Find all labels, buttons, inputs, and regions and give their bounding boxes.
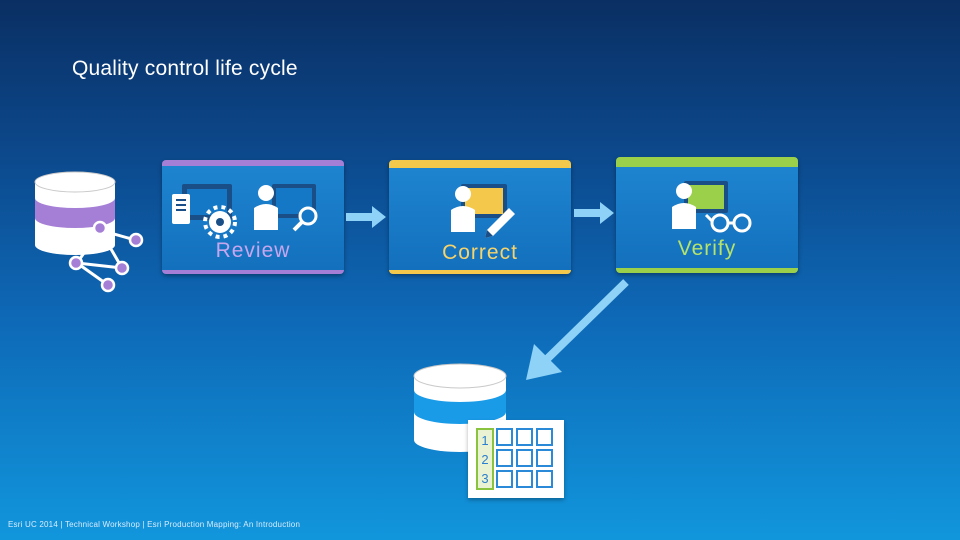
- table-cell: [496, 449, 513, 467]
- table-cell: [496, 428, 513, 446]
- arrow-verify-to-output-icon: [526, 279, 629, 380]
- user-icon: [672, 183, 696, 229]
- user-icon: [451, 186, 475, 232]
- magnifier-icon: [292, 206, 318, 232]
- correct-card: Correct: [389, 160, 571, 274]
- row-number-column: 1 2 3: [476, 428, 494, 490]
- arrow-correct-to-verify-icon: [574, 202, 614, 224]
- monitor-icon: [684, 181, 728, 213]
- table-cell: [496, 470, 513, 488]
- document-icon: [172, 194, 190, 224]
- table-cell: [516, 428, 533, 446]
- monitor-icon: [182, 184, 232, 220]
- footer-text: Esri UC 2014 | Technical Workshop | Esri…: [8, 520, 301, 529]
- user-icon: [254, 185, 278, 230]
- table-cell: [516, 470, 533, 488]
- row-number: 3: [481, 471, 489, 486]
- glasses-icon: [704, 213, 752, 233]
- table-cell: [516, 449, 533, 467]
- row-number: 1: [481, 433, 489, 448]
- review-icons: [172, 184, 318, 239]
- table-icon: 1 2 3: [468, 420, 564, 498]
- verify-label: Verify: [677, 237, 737, 260]
- verify-icons: [672, 181, 752, 233]
- page-title: Quality control life cycle: [72, 57, 298, 80]
- review-card: Review: [162, 160, 344, 274]
- row-number: 2: [481, 452, 489, 467]
- table-cell: [536, 470, 553, 488]
- correct-label: Correct: [442, 241, 518, 264]
- arrow-review-to-correct-icon: [346, 206, 386, 228]
- verify-card: Verify: [616, 157, 798, 273]
- gear-icon: [203, 205, 237, 239]
- table-cell: [536, 428, 553, 446]
- review-label: Review: [215, 239, 291, 262]
- pencil-icon: [485, 208, 515, 238]
- source-database-icon: [34, 171, 144, 293]
- table-cells: [496, 428, 556, 490]
- table-cell: [536, 449, 553, 467]
- correct-icons: [451, 184, 515, 238]
